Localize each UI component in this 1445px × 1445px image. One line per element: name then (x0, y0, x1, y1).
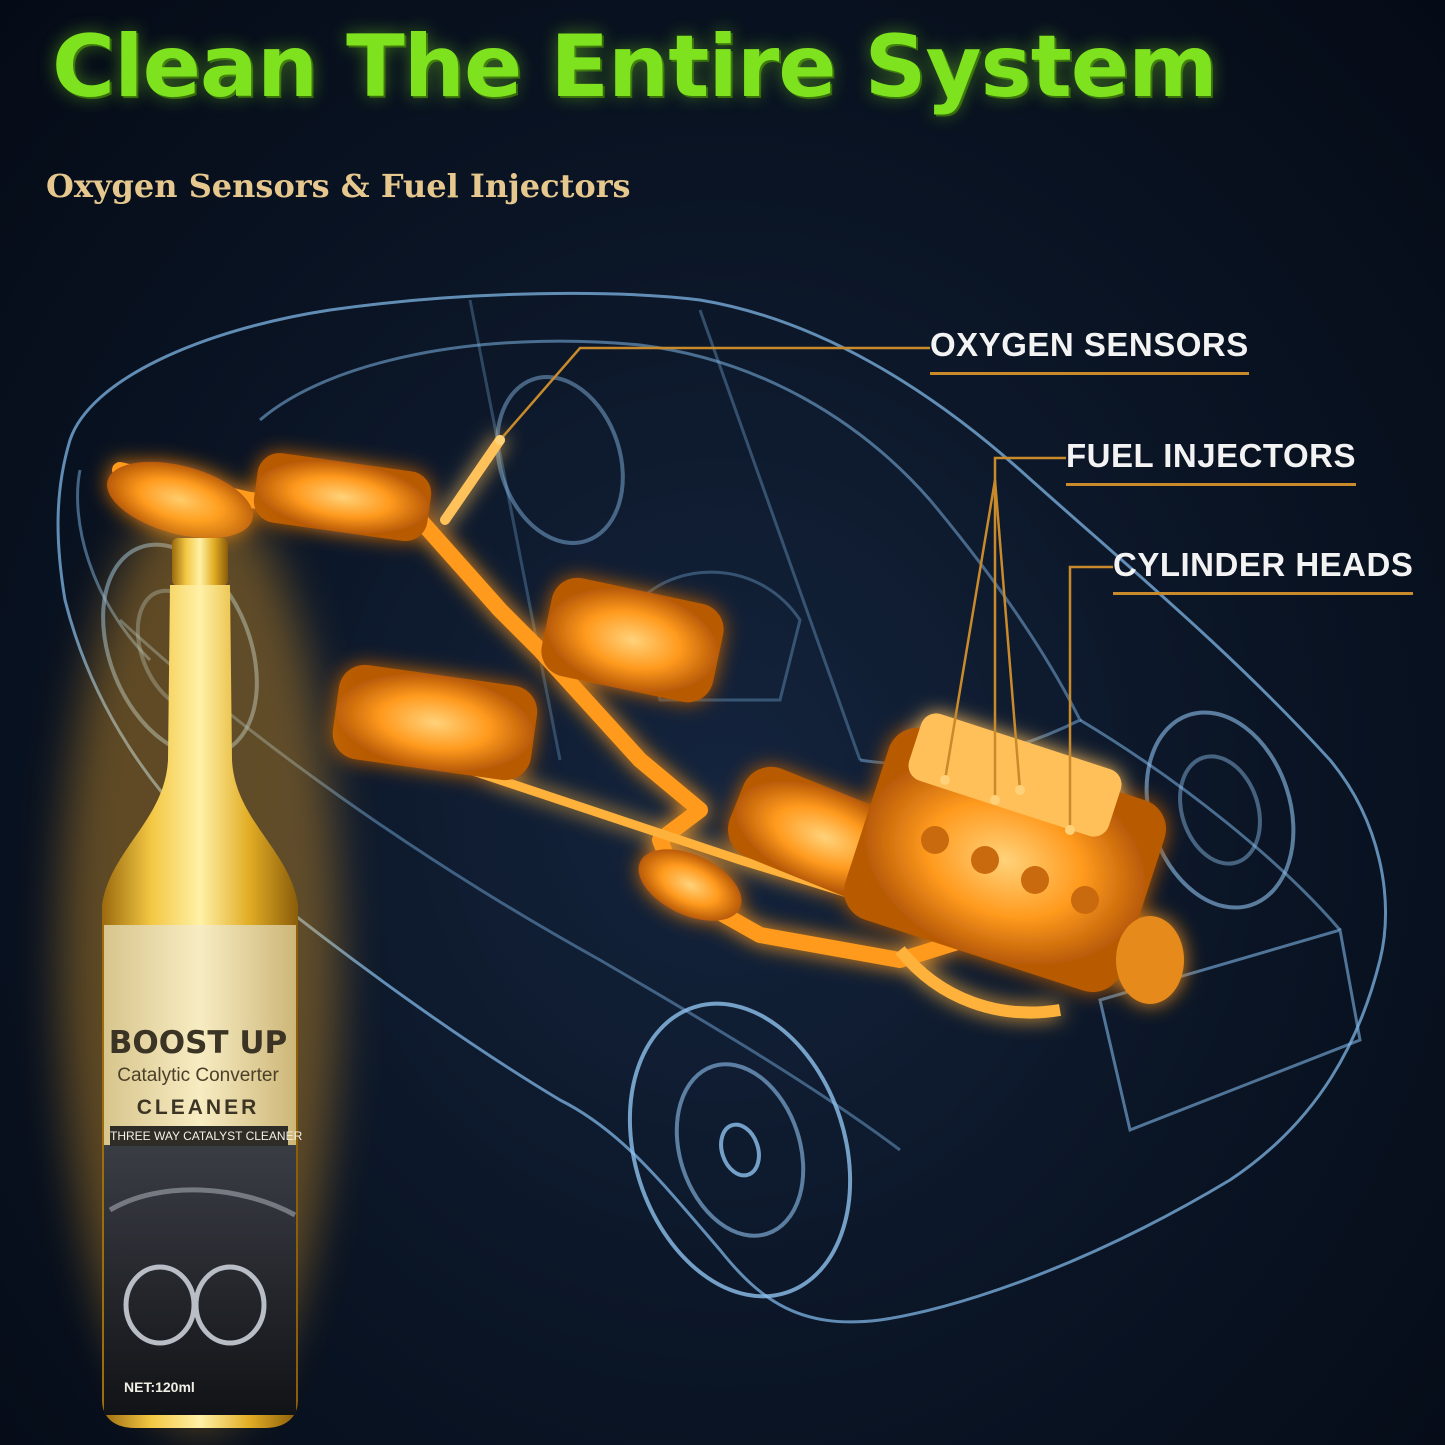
wheel-front-left (627, 1001, 853, 1299)
bottle-label (104, 925, 296, 1145)
car-pillar-b (468, 299, 562, 761)
bottle-cap (172, 538, 228, 586)
leader-fuel-b (943, 479, 997, 781)
leader-cylinder (1068, 565, 1113, 830)
resonator (253, 453, 432, 542)
callout-leaders (499, 346, 1113, 830)
car-grille (1098, 928, 1362, 1133)
callout-oxygen-sensors: OXYGEN SENSORS (930, 322, 1249, 375)
leader-fuel-c (993, 479, 1022, 791)
car-pillar-a (698, 309, 862, 761)
callout-fuel-injectors: FUEL INJECTORS (1066, 433, 1356, 486)
leader-oxygen (499, 346, 930, 441)
car-seat-outline (638, 570, 802, 702)
catalytic-converter (638, 849, 742, 921)
car-hood-line (1079, 718, 1342, 931)
callout-dots (495, 435, 1075, 835)
leader-fuel-a (993, 456, 1066, 800)
fuel-tank-lower (332, 664, 538, 781)
product-bottle (60, 490, 340, 1430)
fuel-tank-upper (541, 577, 724, 703)
exhaust-tips-photo (108, 1187, 297, 1346)
subheadline: Oxygen Sensors & Fuel Injectors (46, 167, 631, 205)
oxygen-sensor (440, 435, 505, 525)
car-roof-line (259, 339, 932, 501)
callout-cylinder-heads: CYLINDER HEADS (1113, 542, 1414, 595)
bottle-brand: BOOST UP (108, 1025, 288, 1061)
bottle-product-line: Catalytic Converter (117, 1065, 279, 1086)
bottle-net-volume: NET:120ml (124, 1379, 195, 1395)
headline: Clean The Entire System (52, 17, 1218, 117)
bottle-strip-text: THREE WAY CATALYST CLEANER (110, 1126, 302, 1146)
wheel-rear-right (495, 375, 625, 545)
bottle-product-type: CLEANER (136, 1096, 260, 1119)
engine-block (843, 713, 1184, 1019)
